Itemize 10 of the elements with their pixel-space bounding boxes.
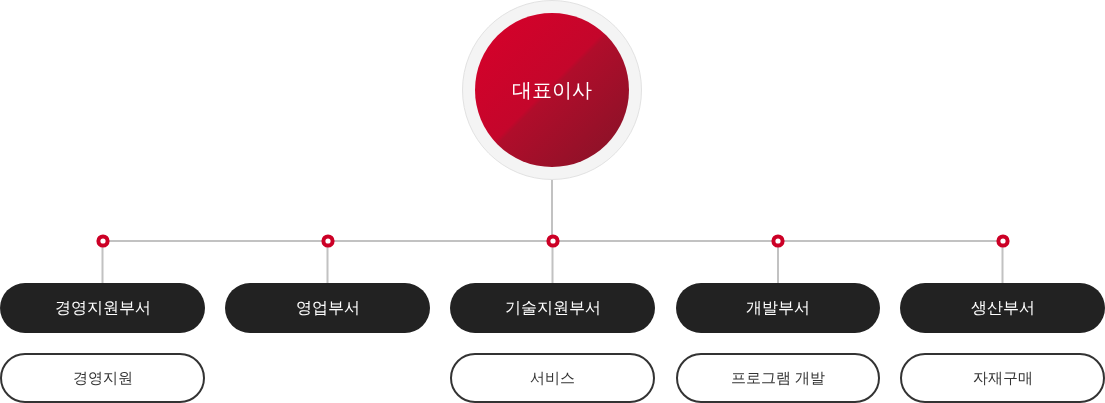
duty-node: 프로그램 개발	[676, 353, 880, 403]
department-node: 경영지원부서	[0, 283, 205, 333]
department-node: 기술지원부서	[450, 283, 655, 333]
department-node: 영업부서	[225, 283, 430, 333]
duty-node: 서비스	[450, 353, 655, 403]
department-node: 생산부서	[900, 283, 1105, 333]
duty-node: 경영지원	[0, 353, 205, 403]
department-node: 개발부서	[676, 283, 880, 333]
duty-node: 자재구매	[900, 353, 1105, 403]
ceo-circle: 대표이사	[462, 0, 642, 180]
